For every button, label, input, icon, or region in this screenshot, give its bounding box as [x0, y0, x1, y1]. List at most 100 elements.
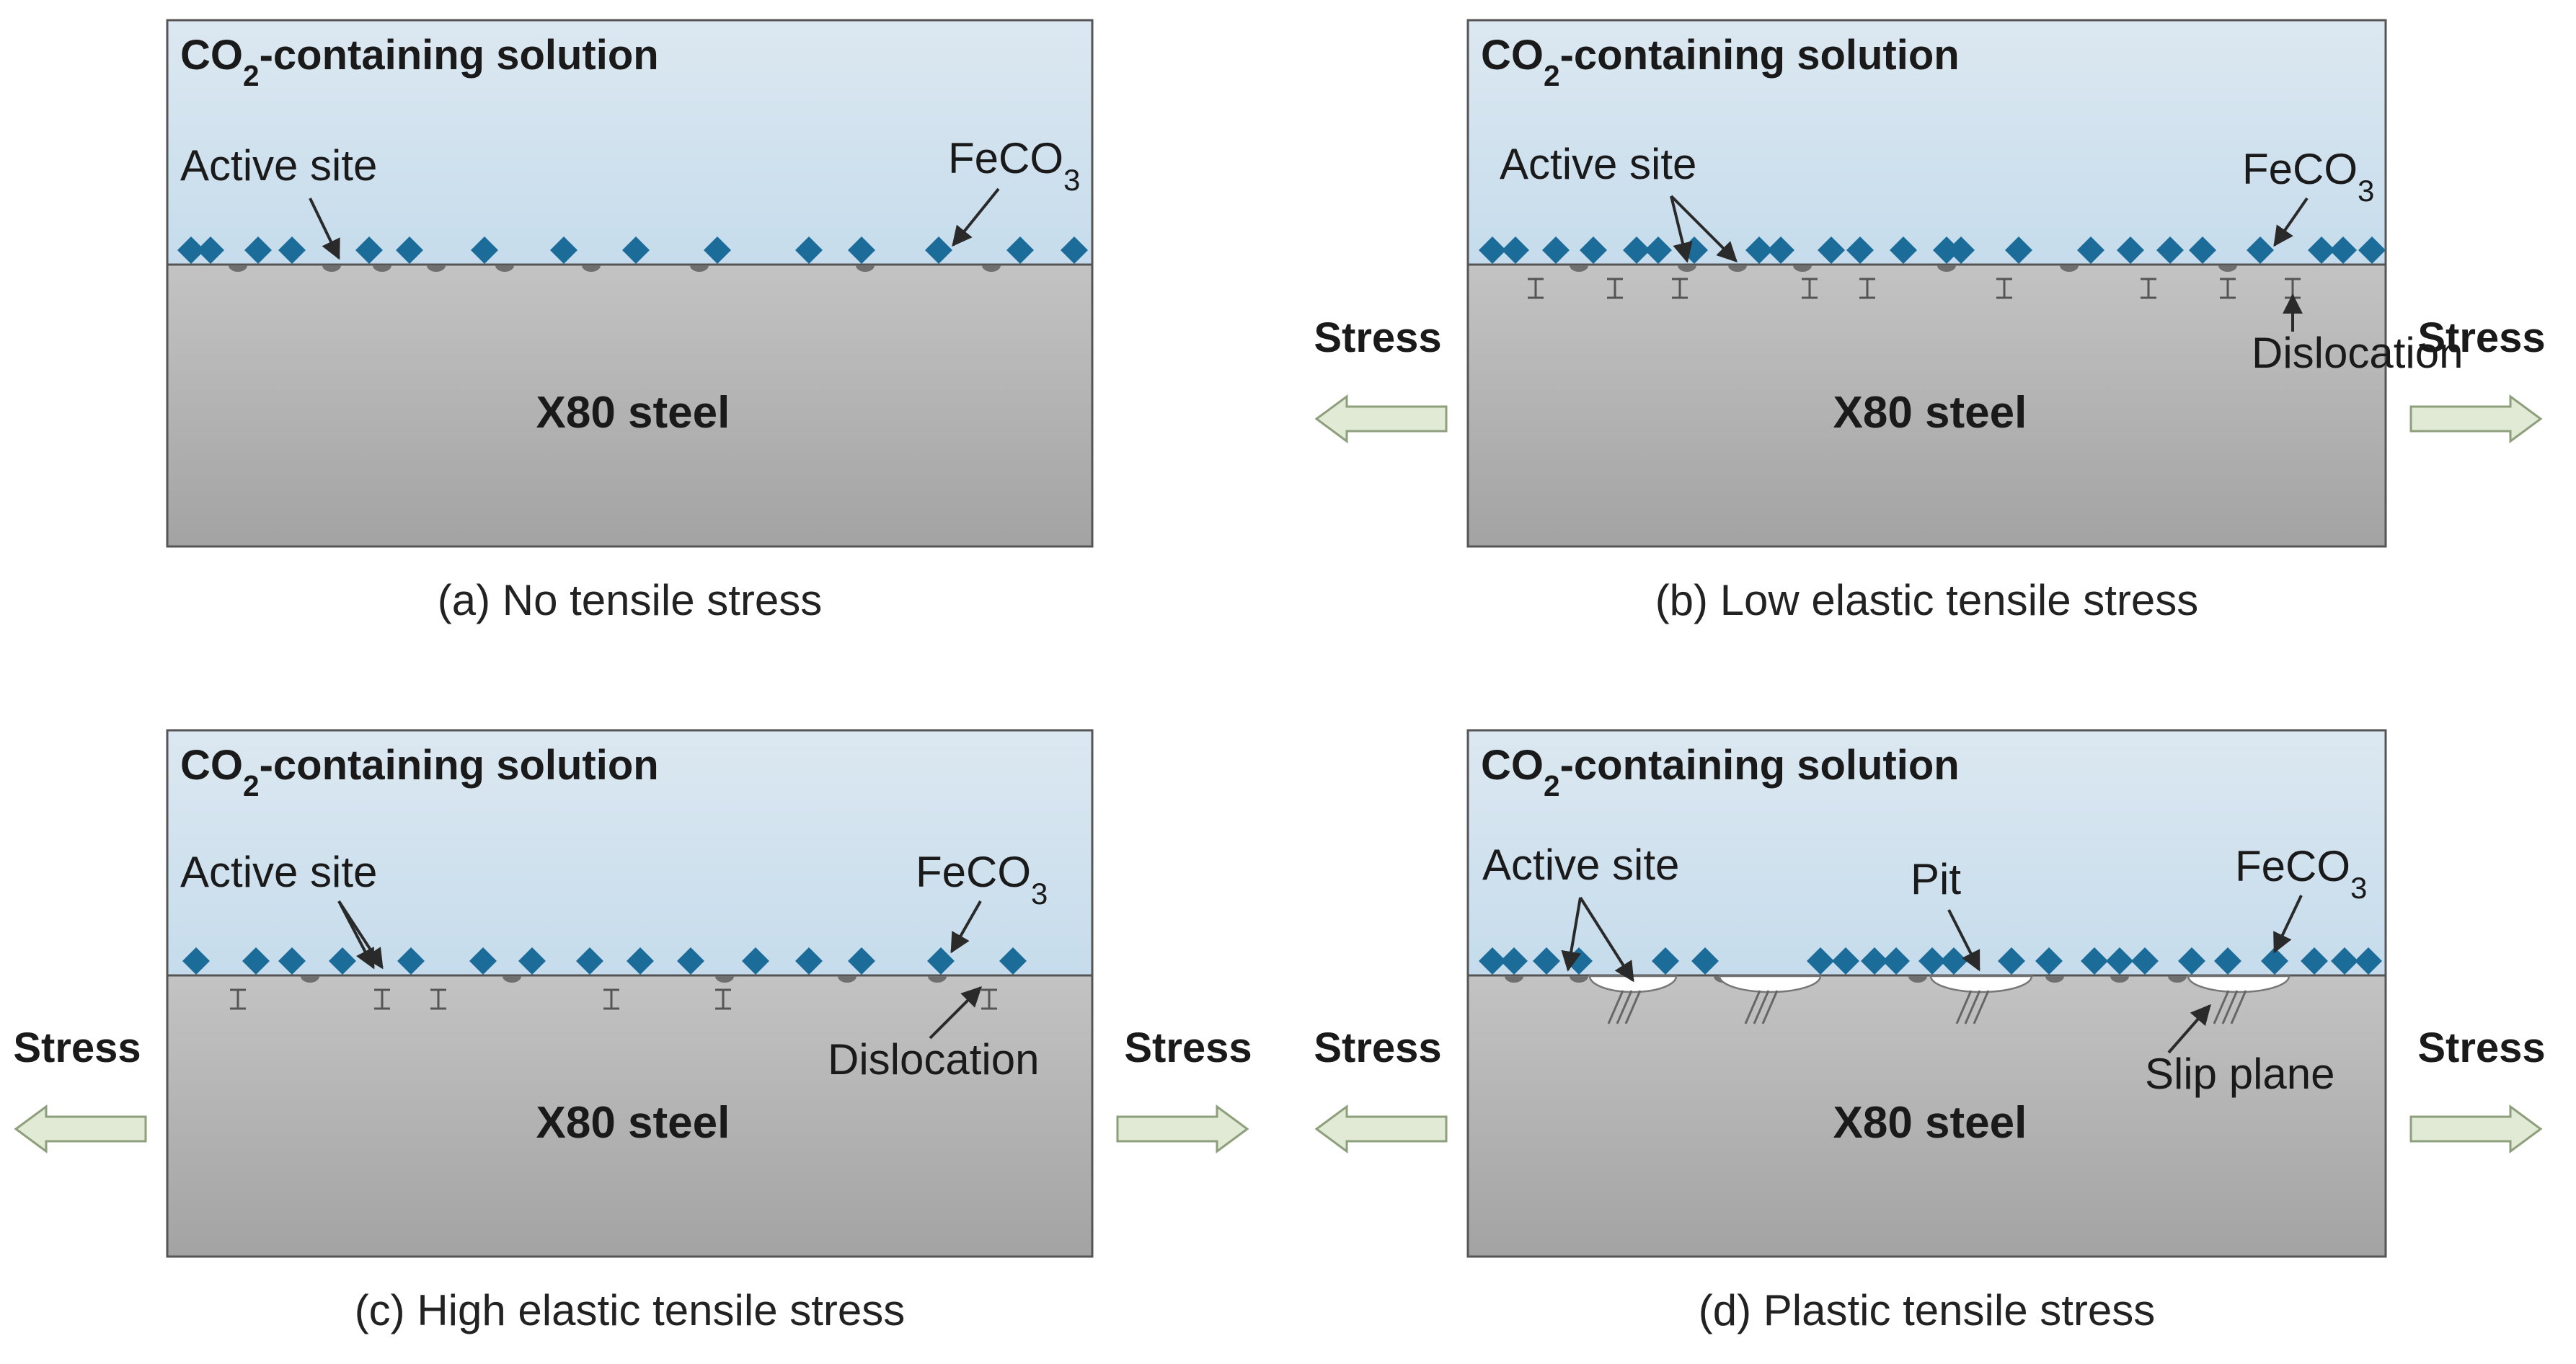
feco3-crystal-icon — [1580, 236, 1607, 264]
feco3-crystal-icon — [1947, 236, 1975, 264]
solution-label: CO2-containing solution — [1481, 32, 1960, 92]
active-site-icon — [838, 976, 857, 983]
panel-caption: (d) Plastic tensile stress — [1699, 1286, 2156, 1334]
dislocation-t-icon — [1672, 278, 1688, 299]
dislocation-label: Dislocation — [828, 1035, 1039, 1084]
active-site-icon — [582, 265, 601, 272]
panel-frame — [1466, 729, 2387, 1258]
solution-label: CO2-containing solution — [180, 742, 659, 802]
stress-right-arrow-icon — [2409, 394, 2543, 443]
stress-left-label: Stress — [13, 1024, 141, 1071]
dislocation-arrow — [929, 986, 982, 1040]
active-site-arrow — [1579, 896, 1634, 983]
stress-right-label: Stress — [2417, 314, 2545, 361]
dislocation-t-icon — [1528, 278, 1544, 299]
active-site-icon — [2168, 976, 2187, 983]
feco3-crystal-icon — [469, 947, 497, 975]
stress-left-arrow-icon — [1314, 1104, 1448, 1153]
feco3-crystal-icon — [1542, 236, 1570, 264]
solution-region — [1468, 730, 2386, 975]
active-site-icon — [301, 976, 319, 983]
feco3-crystal-icon — [1645, 236, 1672, 264]
active-site-arrow — [337, 900, 384, 970]
feco3-label: FeCO3 — [2235, 842, 2367, 905]
stress-right-arrow-icon — [2409, 1104, 2543, 1153]
feco3-crystal-icon — [795, 236, 823, 264]
feco3-crystal-icon — [2214, 947, 2241, 975]
active-site-icon — [1678, 265, 1696, 272]
dislocation-t-icon — [1996, 278, 2012, 299]
stress-right-label: Stress — [1124, 1024, 1252, 1071]
feco3-crystal-icon — [848, 947, 875, 975]
feco3-crystal-icon — [999, 947, 1027, 975]
feco3-crystal-icon — [2261, 947, 2288, 975]
stress-left-arrow-icon — [14, 1104, 147, 1153]
steel-label: X80 steel — [536, 1098, 730, 1148]
active-site-arrow — [1670, 195, 1693, 263]
feco3-crystal-icon — [2247, 236, 2274, 264]
active-site-icon — [1908, 976, 1927, 983]
feco3-crystal-icon — [1767, 236, 1794, 264]
stress-left-label: Stress — [1314, 1024, 1441, 1071]
feco3-crystal-icon — [1998, 947, 2025, 975]
feco3-crystal-icon — [927, 947, 955, 975]
feco3-crystal-icon — [1807, 947, 1834, 975]
feco3-crystal-icon — [329, 947, 356, 975]
dislocation-t-icon — [981, 988, 997, 1010]
feco3-label: FeCO3 — [916, 848, 1048, 911]
feco3-crystal-icon — [1882, 947, 1910, 975]
steel-region — [167, 265, 1092, 546]
solution-region — [167, 730, 1092, 975]
dislocation-t-icon — [230, 988, 246, 1010]
feco3-crystal-icon — [576, 947, 603, 975]
feco3-arrow — [950, 900, 982, 954]
active-site-icon — [322, 265, 341, 272]
feco3-crystal-icon — [1818, 236, 1845, 264]
feco3-crystal-icon — [925, 236, 952, 264]
panel-caption: (c) High elastic tensile stress — [355, 1286, 906, 1334]
feco3-crystal-icon — [2355, 947, 2382, 975]
feco3-crystal-icon — [627, 947, 654, 975]
active-site-icon — [427, 265, 446, 272]
active-site-label: Active site — [180, 848, 377, 896]
feco3-crystal-icon — [2189, 236, 2216, 264]
active-site-icon — [2218, 265, 2237, 272]
dislocation-t-icon — [430, 988, 446, 1010]
dislocation-t-icon — [2141, 278, 2156, 299]
feco3-crystal-icon — [1479, 236, 1506, 264]
steel-region — [1468, 265, 2386, 546]
active-site-icon — [503, 976, 521, 983]
feco3-crystal-icon — [704, 236, 731, 264]
feco3-crystal-icon — [1933, 236, 1960, 264]
panel-frame — [166, 19, 1094, 548]
feco3-crystal-icon — [2131, 947, 2159, 975]
feco3-crystal-icon — [471, 236, 498, 264]
feco3-crystal-icon — [518, 947, 546, 975]
feco3-crystal-icon — [242, 947, 270, 975]
active-site-icon — [928, 976, 947, 983]
dislocation-t-icon — [1607, 278, 1623, 299]
feco3-crystal-icon — [182, 947, 210, 975]
feco3-crystal-icon — [795, 947, 823, 975]
pit-arrow — [1947, 909, 1980, 972]
feco3-crystal-icon — [2331, 947, 2358, 975]
feco3-crystal-icon — [1861, 947, 1888, 975]
pit-icon — [2187, 975, 2290, 1024]
pit-label: Pit — [1911, 855, 1961, 903]
feco3-crystal-icon — [1652, 947, 1679, 975]
feco3-crystal-icon — [1479, 947, 1506, 975]
feco3-crystal-icon — [1832, 947, 1859, 975]
feco3-arrow — [2273, 895, 2303, 954]
pit-icon — [1929, 975, 2033, 1024]
feco3-crystal-icon — [2329, 236, 2357, 264]
stress-left-label: Stress — [1314, 314, 1441, 361]
active-site-icon — [1793, 265, 1812, 272]
feco3-crystal-icon — [2077, 236, 2104, 264]
feco3-crystal-icon — [2106, 947, 2133, 975]
feco3-crystal-icon — [278, 947, 306, 975]
feco3-crystal-icon — [2308, 236, 2335, 264]
feco3-crystal-icon — [244, 236, 272, 264]
